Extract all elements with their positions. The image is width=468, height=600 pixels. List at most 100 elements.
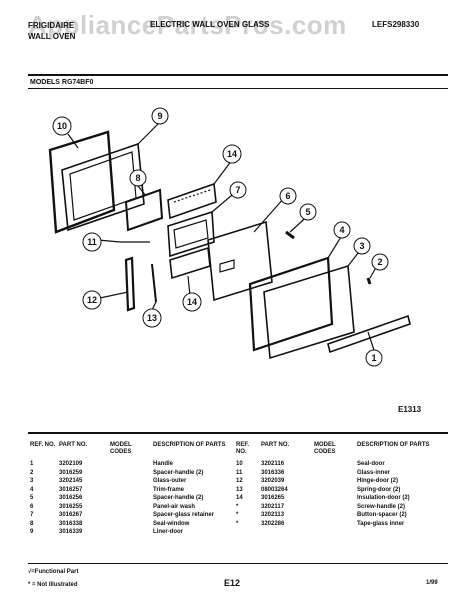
model-codes-cell — [110, 486, 153, 495]
part-no-cell: 3202113 — [261, 512, 285, 518]
figure-code: E1313 — [398, 405, 422, 414]
spacer-handle-part — [366, 277, 372, 285]
divider-models — [28, 88, 448, 89]
parts-table-right: REF. NO. PART NO. MODEL CODES DESCRIPTIO… — [236, 442, 440, 528]
svg-text:5: 5 — [305, 207, 310, 217]
callout-14-lower: 14 — [182, 292, 202, 312]
ref-no-cell: 14 — [236, 495, 243, 501]
part-no-cell: 3016338 — [59, 520, 83, 527]
ref-no-cell: * — [236, 512, 239, 518]
svg-text:4: 4 — [339, 225, 344, 235]
ref-no-cell: 4 — [30, 486, 34, 493]
callout-8: 8 — [129, 169, 147, 187]
header-title: ELECTRIC WALL OVEN GLASS — [150, 20, 270, 29]
description-cell: Spacer-handle (2) — [153, 495, 204, 501]
part-no-cell: 3202039 — [261, 478, 285, 484]
part-no-cell: 3202117 — [261, 503, 285, 510]
ref-no-cell: 7 — [30, 512, 34, 518]
svg-text:7: 7 — [235, 185, 240, 195]
callout-4: 4 — [333, 221, 351, 239]
description-cell: Spring-door (2) — [357, 486, 401, 493]
callout-6: 6 — [279, 187, 297, 205]
divider-table — [28, 432, 448, 434]
description-cell: Liner-door — [153, 529, 183, 535]
exploded-door-diagram: 1 2 3 4 5 6 7 8 9 10 11 12 13 14 14 — [48, 107, 411, 367]
ref-no-cell: 3 — [30, 478, 34, 484]
part-no-cell: 3016339 — [59, 529, 83, 535]
spacer-retainer-part — [167, 210, 215, 258]
svg-text:14: 14 — [227, 149, 237, 159]
part-no-cell: 3016265 — [261, 495, 285, 501]
svg-text:3: 3 — [359, 241, 364, 251]
part-no-cell: 3202116 — [261, 461, 285, 467]
spring-part — [151, 263, 157, 303]
callout-5: 5 — [299, 203, 317, 221]
part-no-cell: 3202286 — [261, 520, 285, 527]
table-row: 9 3016339 Liner-door — [30, 528, 236, 537]
description-cell: Glass-outer — [153, 478, 187, 484]
col-model-codes: MODEL CODES — [314, 442, 336, 455]
header-left: FRIGIDAIRE WALL OVEN — [28, 20, 75, 42]
callout-11: 11 — [82, 232, 102, 252]
svg-text:10: 10 — [57, 121, 67, 131]
callout-13: 13 — [142, 308, 162, 328]
description-cell: Insulation-door (2) — [357, 495, 410, 501]
revision-date: 1/99 — [426, 580, 438, 586]
product-label: WALL OVEN — [28, 32, 76, 41]
not-illustrated-note: * = Not Illustrated — [28, 582, 78, 588]
part-no-cell: 3016255 — [59, 503, 83, 510]
glass-outer-part — [263, 264, 355, 360]
description-cell: Tape-glass inner — [357, 520, 405, 527]
description-cell: Glass-inner — [357, 469, 391, 476]
col-part-no: PART NO. — [59, 442, 88, 448]
seal-door-part — [48, 130, 116, 234]
part-no-cell: 3016267 — [59, 512, 83, 518]
table-row: 14 3016265 Insulation-door (2) — [236, 494, 440, 503]
description-cell: Panel-air wash — [153, 503, 196, 510]
table-row: * 3202113 Button-spacer (2) — [236, 511, 440, 520]
watermark: AppliancePartsPros.com — [28, 10, 347, 40]
air-wash-panel-part — [207, 220, 273, 302]
callout-9: 9 — [151, 107, 169, 125]
model-codes-cell — [110, 520, 153, 529]
callout-7: 7 — [229, 181, 247, 199]
model-codes-cell — [314, 520, 357, 529]
spacer-part — [285, 230, 295, 240]
description-cell: Trim-frame — [153, 486, 185, 493]
insulation-lower-part — [169, 246, 211, 280]
ref-no-cell: 9 — [30, 529, 34, 535]
description-cell: Spacer-glass retainer — [153, 512, 215, 518]
model-codes-cell — [110, 469, 153, 478]
brand-label: FRIGIDAIRE — [28, 21, 75, 30]
liner-door-part — [61, 142, 145, 232]
svg-text:9: 9 — [157, 111, 162, 121]
ref-no-cell: * — [236, 520, 239, 527]
ref-no-cell: 8 — [30, 520, 34, 527]
svg-text:6: 6 — [285, 191, 290, 201]
part-no-cell: 3016259 — [59, 469, 83, 476]
table-row: * 3202286 Tape-glass inner — [236, 520, 440, 529]
description-cell: Hinge-door (2) — [357, 478, 398, 484]
model-codes-cell — [110, 503, 153, 512]
col-description: DESCRIPTION OF PARTS — [357, 442, 430, 448]
description-cell: Handle — [153, 461, 174, 467]
callout-10: 10 — [52, 116, 72, 136]
col-model-codes: MODEL CODES — [110, 442, 132, 455]
description-cell: Seal-window — [153, 520, 190, 527]
models-label: MODELS RG74BF0 — [30, 79, 94, 86]
svg-text:2: 2 — [377, 257, 382, 267]
model-number: LEFS298330 — [372, 20, 420, 29]
model-codes-cell — [110, 477, 153, 486]
divider-footer — [28, 563, 448, 564]
ref-no-cell: 13 — [236, 486, 243, 493]
insulation-part — [167, 182, 217, 220]
model-codes-cell — [314, 486, 357, 495]
description-cell: Button-spacer (2) — [357, 512, 407, 518]
ref-no-cell: 10 — [236, 461, 243, 467]
